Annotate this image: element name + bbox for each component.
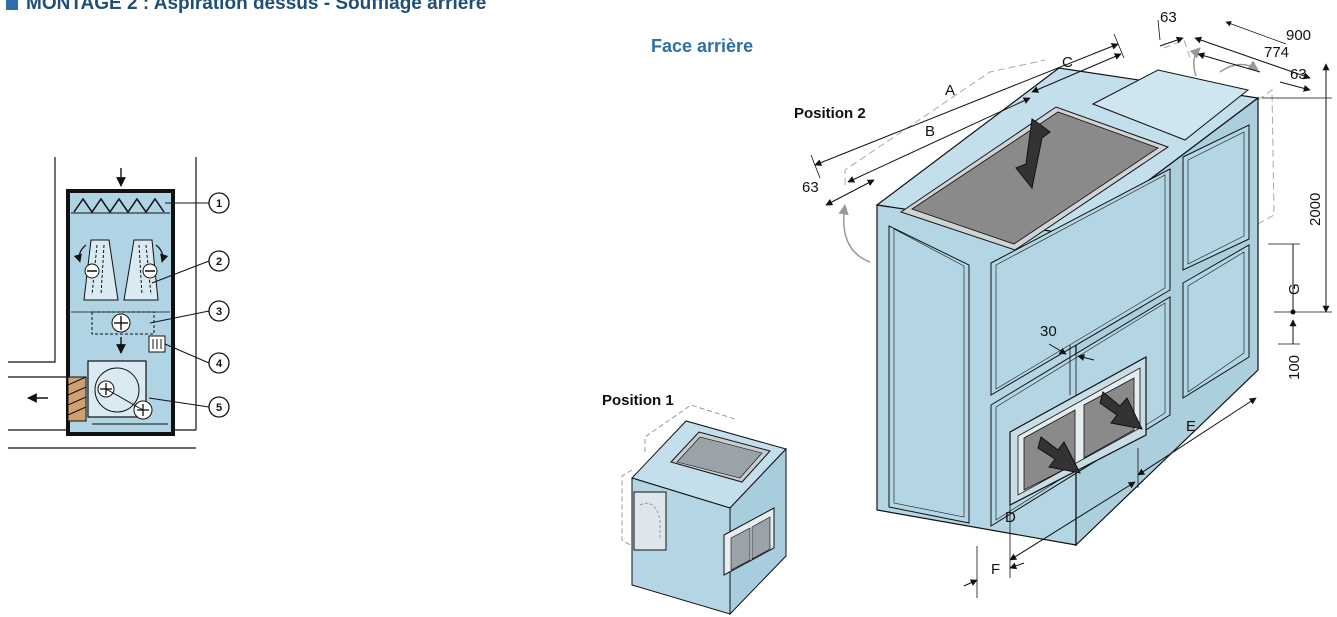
dimension-label-a: A <box>945 82 955 99</box>
side-panel <box>888 225 970 524</box>
grille-hatch <box>67 386 87 396</box>
callout-leader <box>149 310 210 324</box>
dimension-label-63-top: 63 <box>1160 9 1177 26</box>
callout-number: 2 <box>216 256 222 268</box>
filter-icon <box>73 197 165 214</box>
air-outlet-arrow-icon <box>1099 391 1143 430</box>
position-2-drawing: Position 2 <box>794 9 1332 598</box>
cross-section-schematic: 1 2 3 4 5 <box>8 157 230 449</box>
position-1-drawing: Position 1 <box>602 392 787 616</box>
access-panel <box>990 168 1171 396</box>
callout-number: 1 <box>216 198 222 210</box>
position-1-label: Position 1 <box>602 392 674 409</box>
callout-number: 4 <box>216 358 223 370</box>
dimension-line-f <box>963 579 978 587</box>
side-opening <box>633 491 667 551</box>
dimension-label-63-right: 63 <box>1290 66 1307 83</box>
callout-number: 5 <box>216 402 222 414</box>
dimension-label-100: 100 <box>1286 355 1303 380</box>
dimension-line-30-b <box>1077 354 1095 361</box>
position-2-label: Position 2 <box>794 105 866 122</box>
dimension-label-e: E <box>1186 418 1196 435</box>
coil-tube <box>138 244 143 296</box>
dimension-label-b: B <box>925 123 935 140</box>
title-bullet-icon <box>6 0 18 10</box>
dimension-label-774: 774 <box>1264 44 1289 61</box>
title-bar: MONTAGE 2 : Aspiration dessus - Soufflag… <box>6 0 486 16</box>
ghost-outline <box>621 469 633 547</box>
dimension-line-30 <box>1048 343 1067 355</box>
coil-tube <box>100 244 105 296</box>
dimension-line-b <box>847 97 1031 183</box>
dimension-label-g: G <box>1286 283 1303 295</box>
extension-line <box>1157 19 1161 41</box>
dimension-line-774 <box>1197 52 1261 73</box>
airflow-arrow <box>155 244 169 263</box>
top-grille-inner <box>676 436 763 479</box>
front-grille-slot <box>730 527 751 571</box>
extension-line <box>810 154 821 179</box>
dimension-label-30: 30 <box>1040 323 1057 340</box>
dimension-line-900 <box>1194 36 1311 80</box>
ghost-outline <box>1163 39 1191 59</box>
outlet-grille-slot <box>1083 377 1135 459</box>
view-label: Face arrière <box>651 36 754 56</box>
dimension-line-63-top <box>1159 36 1184 47</box>
wall-line <box>8 157 56 363</box>
callout-circle <box>208 396 230 418</box>
airflow-arrow <box>73 244 87 263</box>
dimension-label-63-left: 63 <box>802 179 819 196</box>
page-title: MONTAGE 2 : Aspiration dessus - Soufflag… <box>26 0 487 14</box>
top-panel <box>1091 69 1250 141</box>
side-panel-inner <box>893 228 965 518</box>
callout-circle <box>208 300 230 322</box>
ghost-outline <box>644 404 736 452</box>
dimension-line-900-upper <box>1225 21 1287 45</box>
rotation-arrow-icon <box>838 203 871 263</box>
callout-leader <box>151 260 210 284</box>
ghost-outline <box>1255 89 1275 226</box>
dimension-label-c: C <box>1062 54 1073 71</box>
access-panel <box>1182 124 1250 271</box>
grille-hatch <box>67 406 87 416</box>
access-panel-inner <box>995 174 1166 390</box>
dimension-line-63-left <box>825 179 875 206</box>
dimension-line-f-b <box>1009 562 1025 570</box>
dimension-line-d <box>1009 481 1136 561</box>
dimension-label-d: D <box>1005 509 1016 526</box>
dimension-line-c <box>1031 53 1122 93</box>
ghost-duct <box>639 502 661 540</box>
dimension-dot <box>1290 309 1296 315</box>
dimension-label-f: F <box>991 561 1000 578</box>
fan-wheel-icon <box>94 367 140 413</box>
grille-hatch <box>67 396 87 406</box>
access-panel-inner <box>1187 131 1245 265</box>
air-outlet-arrow-icon <box>1037 436 1081 474</box>
grille-hatch <box>67 376 87 386</box>
access-panel <box>1182 244 1250 399</box>
belt-line <box>105 388 144 411</box>
dimension-label-900: 900 <box>1286 27 1311 44</box>
dimension-label-2000: 2000 <box>1307 193 1324 226</box>
dimension-line-63-right <box>1279 81 1311 92</box>
access-panel-inner <box>1187 251 1245 393</box>
callout-circle <box>208 192 230 214</box>
callout-circle <box>208 250 230 272</box>
callout-leader <box>148 397 210 408</box>
front-grille-slot <box>751 516 771 560</box>
extension-line <box>1113 33 1125 59</box>
callout-circle <box>208 352 230 374</box>
callout-leader <box>164 343 210 364</box>
rotation-arrow-icon <box>1189 47 1201 77</box>
callout-number: 3 <box>216 306 222 318</box>
dimension-line-e <box>1137 397 1257 476</box>
outlet-grille <box>67 376 87 422</box>
